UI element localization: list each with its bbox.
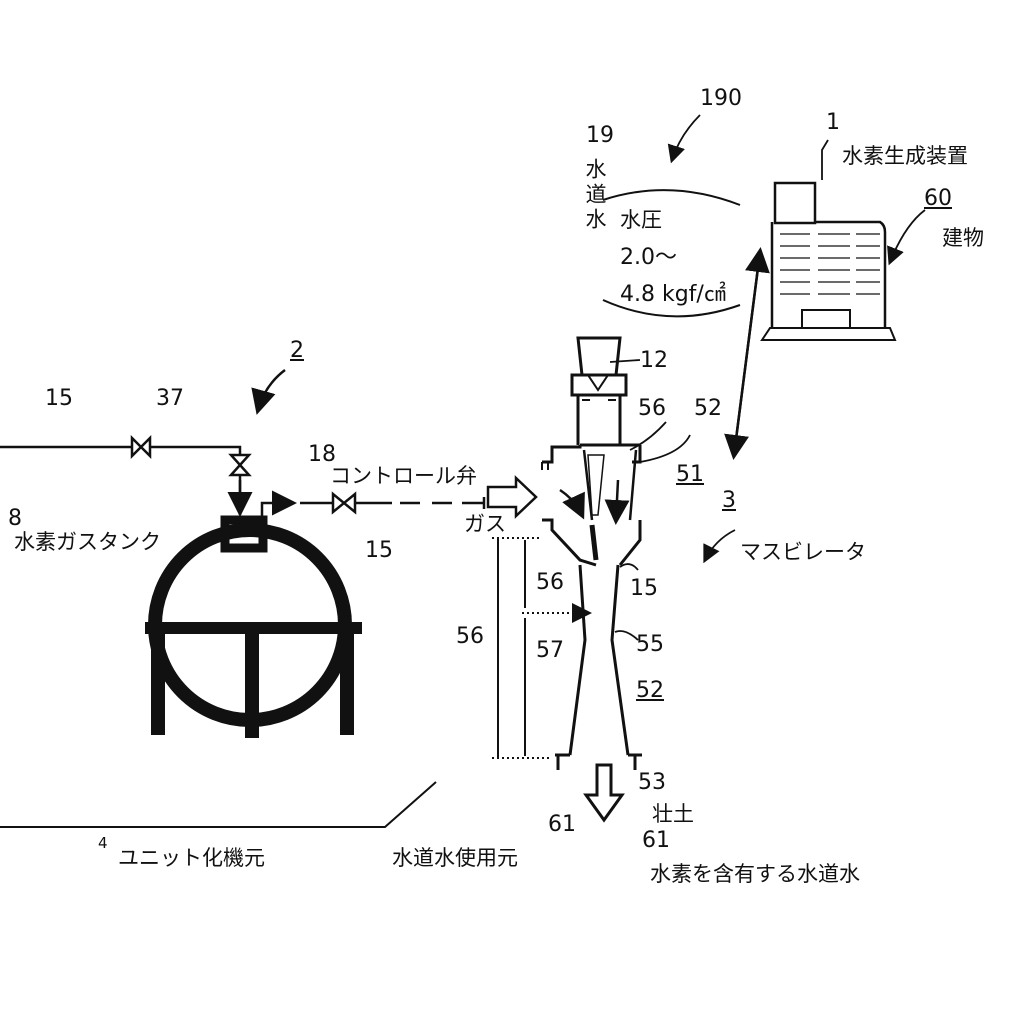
mass-bilator-label: マスビレータ [740,540,866,564]
label-15-supply: 15 [45,386,73,411]
hydrogen-gas-tank [145,515,362,738]
hydrogen-water-label: 水素を含有する水道水 [650,862,860,886]
label-55: 55 [636,632,664,657]
label-52: 52 [694,396,722,421]
label-4: 4 [98,834,108,852]
control-valve-label: コントロール弁 [330,464,477,488]
gas-inlet-arrow [486,475,538,519]
label-15-throat: 15 [630,576,658,601]
hydrogen-gas-tank-label: 水素ガスタンク [14,530,161,554]
valve-37-icon [130,434,152,460]
hydrogen-generator-label: 水素生成装置 [842,144,968,168]
unit-base-label: ユニット化機元 [118,846,265,870]
ref-190: 190 [700,86,742,111]
ref-3: 3 [722,488,736,513]
label-53: 53 [638,770,666,795]
pressure-high: 4.8 kgf/㎠ [620,282,726,307]
soil-label: 壮土 [652,802,694,826]
outflow-arrow [583,763,625,823]
ref-2: 2 [290,338,304,363]
label-56-top: 56 [638,396,666,421]
building-icon [760,181,897,341]
label-61-left: 61 [548,812,576,837]
ref-51: 51 [676,462,704,487]
building-label: 建物 [942,226,984,250]
water-pressure-label: 水圧 [620,208,662,232]
mass-bilator-body [541,336,642,823]
dim-label-56-total: 56 [456,624,484,649]
pressure-low: 2.0～ [620,245,677,270]
label-37: 37 [156,386,184,411]
label-61-right: 61 [642,828,670,853]
dim-label-56-upper: 56 [536,570,564,595]
label-8: 8 [8,506,22,531]
label-19: 19 [586,123,614,148]
label-15-gas: 15 [365,538,393,563]
ref-60: 60 [924,186,952,211]
label-18: 18 [308,442,336,467]
ref-52: 52 [636,678,664,703]
tap-water-use-label: 水道水使用元 [392,846,518,870]
valve-drop-icon [228,453,252,477]
tap-water-vertical: 水道水 [583,158,607,233]
supply-pipe [0,445,242,515]
gas-label: ガス [464,512,506,536]
label-12: 12 [640,348,668,373]
control-valve-icon [331,491,357,515]
dim-label-57: 57 [536,638,564,663]
label-1: 1 [826,110,840,135]
